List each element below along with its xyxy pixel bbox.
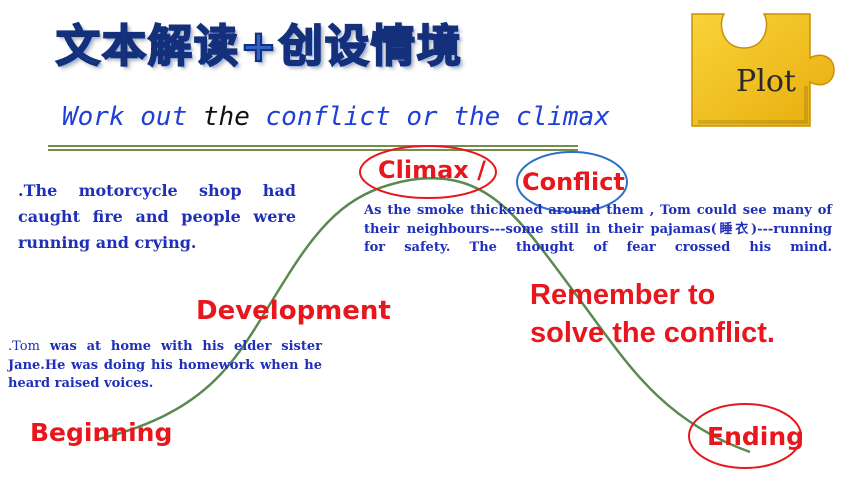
reminder-line-2: solve the conflict. <box>530 317 775 349</box>
beginning-passage-lead: .Tom <box>8 339 40 354</box>
ending-circle <box>688 403 802 469</box>
plot-label: Plot <box>736 64 796 99</box>
beginning-label: Beginning <box>30 418 173 447</box>
beginning-passage: .Tom was at home with his elder sister J… <box>8 338 322 394</box>
puzzle-piece-icon <box>691 13 835 127</box>
conflict-circle <box>516 151 628 213</box>
subtitle: Work out the conflict or the climax <box>62 102 610 132</box>
conflict-label: Conflict <box>522 168 625 196</box>
page-title: 文本解读+创设情境 <box>55 20 463 73</box>
subtitle-underline <box>48 145 578 151</box>
climax-circle <box>359 145 497 199</box>
plot-curve <box>94 177 751 454</box>
subtitle-part-1: Work out <box>62 102 188 132</box>
climax-label: Climax / <box>378 156 486 184</box>
development-label: Development <box>196 296 391 326</box>
subtitle-part-3: conflict or the climax <box>265 102 610 132</box>
conflict-passage: .The motorcycle shop had caught fire and… <box>18 181 296 252</box>
beginning-passage-body: was at home with his elder sister Jane.H… <box>8 339 322 391</box>
reminder-line-1: Remember to <box>530 279 716 311</box>
reminder-note: Remember to solve the conflict. <box>530 276 830 352</box>
ending-label: Ending <box>707 422 805 451</box>
climax-passage: As the smoke thickened around them , Tom… <box>364 203 832 255</box>
subtitle-part-2: the <box>202 102 250 132</box>
